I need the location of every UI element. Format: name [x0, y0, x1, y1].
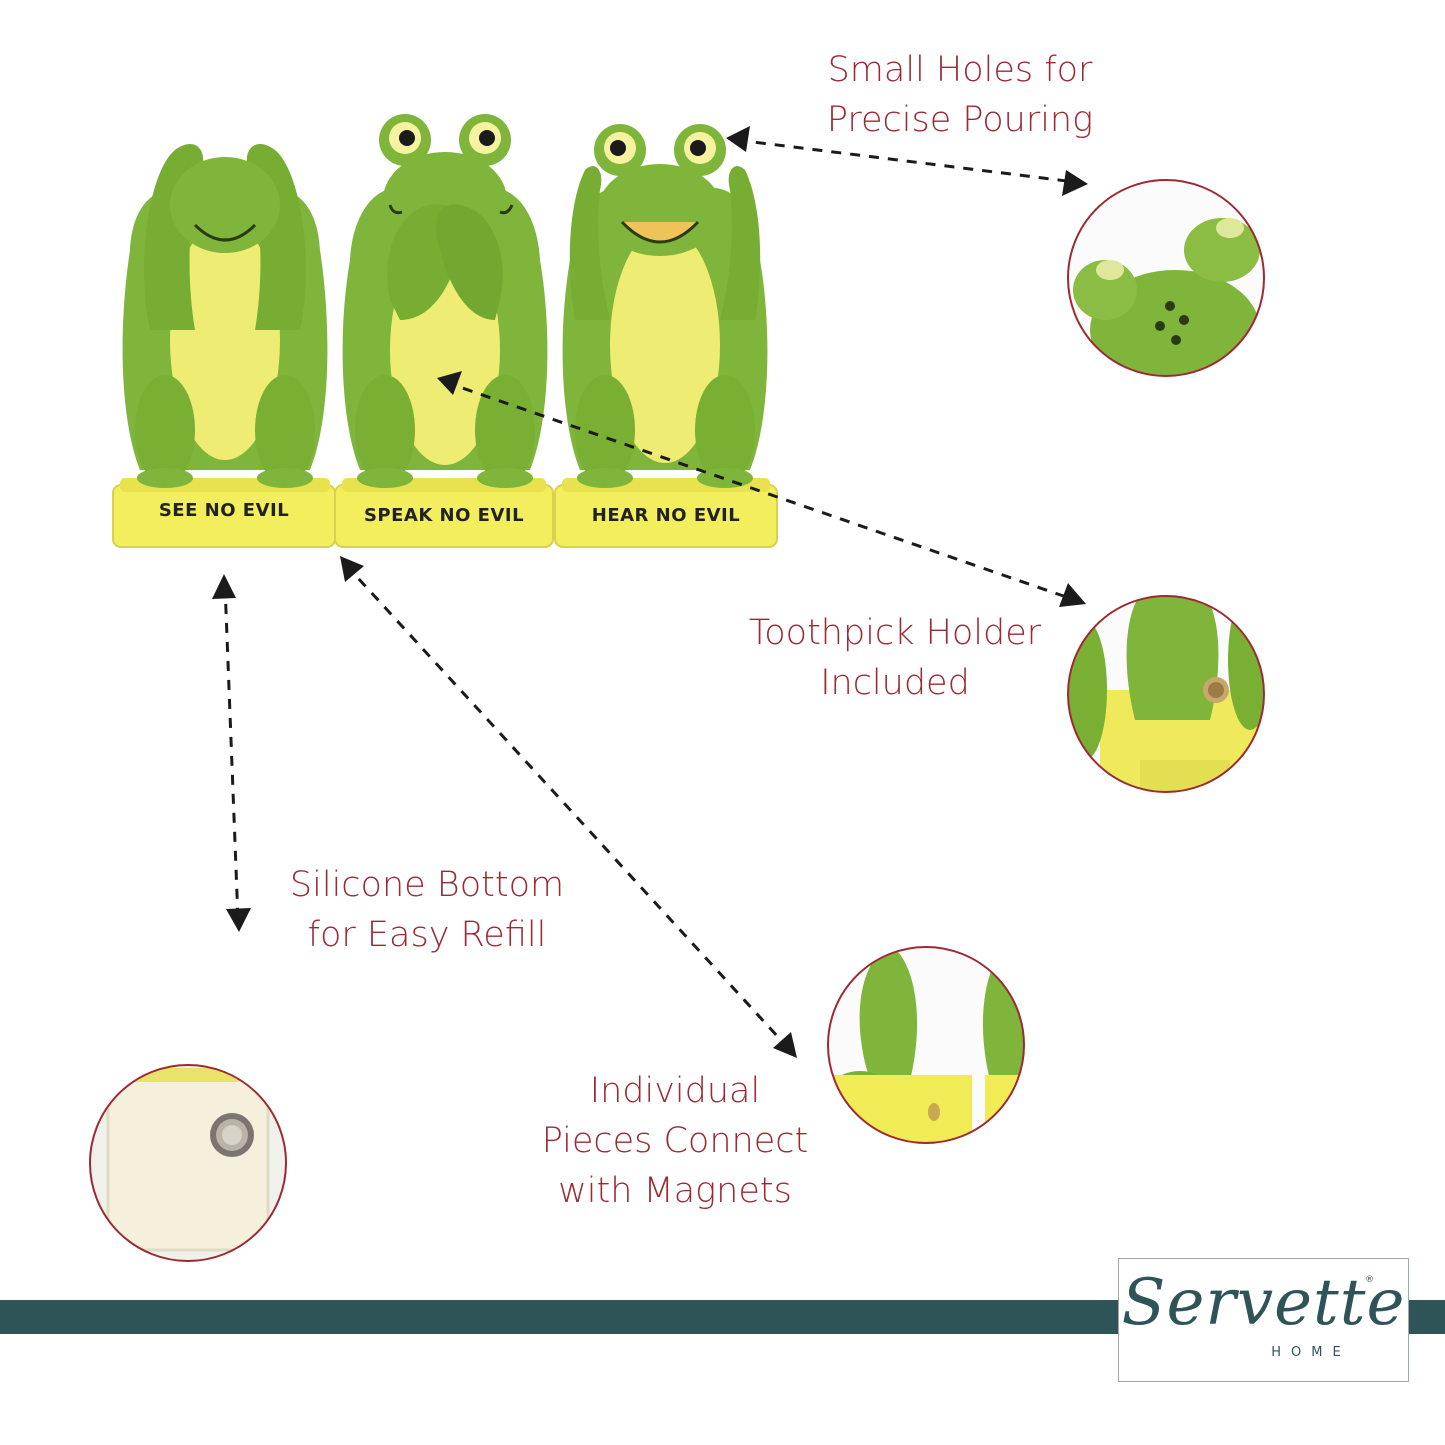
callout-toothpick: Toothpick Holder Included — [730, 608, 1060, 708]
callout-silicone: Silicone Bottom for Easy Refill — [262, 860, 592, 960]
plaque-label-see: SEE NO EVIL — [158, 500, 290, 521]
arrowheads — [212, 126, 1088, 1058]
arrows — [223, 138, 1076, 1052]
detail-circle-pouring — [1067, 179, 1265, 377]
callout-magnets-line2: Pieces Connect — [541, 1121, 809, 1161]
frog-hear-no-evil — [554, 124, 778, 548]
arrow-toothpick — [444, 380, 1076, 602]
frog-speak-no-evil — [334, 114, 554, 548]
plaque-label-hear: HEAR NO EVIL — [591, 505, 741, 526]
callout-magnets: Individual Pieces Connect with Magnets — [520, 1066, 830, 1216]
brand-sub: HOME — [1271, 1345, 1351, 1360]
callout-silicone-line1: Silicone Bottom — [289, 865, 565, 905]
frog-see-no-evil — [112, 144, 336, 548]
arrow-magnets — [344, 563, 792, 1052]
brand-logo: Servette ® HOME — [1118, 1258, 1409, 1382]
detail-circle-toothpick — [1067, 595, 1265, 793]
callout-pouring-line2: Precise Pouring — [826, 100, 1094, 140]
arrow-silicone — [223, 584, 240, 921]
plaque-label-speak: SPEAK NO EVIL — [363, 505, 525, 526]
detail-circle-silicone — [89, 1064, 287, 1262]
brand-registered-mark: ® — [1365, 1275, 1374, 1285]
callout-toothpick-line1: Toothpick Holder — [748, 613, 1042, 653]
callout-pouring: Small Holes for Precise Pouring — [790, 45, 1130, 145]
detail-circle-magnets — [827, 946, 1025, 1144]
callout-silicone-line2: for Easy Refill — [307, 915, 547, 955]
brand-name: Servette — [1121, 1266, 1406, 1340]
callout-toothpick-line2: Included — [820, 663, 970, 703]
callout-magnets-line1: Individual — [589, 1071, 761, 1111]
callout-magnets-line3: with Magnets — [558, 1171, 792, 1211]
callout-pouring-line1: Small Holes for — [827, 50, 1093, 90]
arrow-pouring — [736, 138, 1076, 184]
